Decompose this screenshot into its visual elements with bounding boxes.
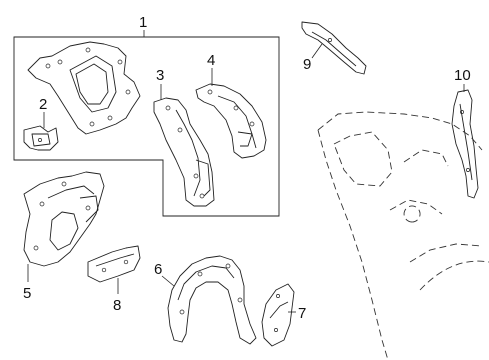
group-box-outline xyxy=(13,36,280,217)
callout-6-label: 6 xyxy=(154,261,162,278)
part-9-rail-bracket xyxy=(301,21,367,75)
part-7-extension-panel xyxy=(261,283,295,347)
callout-10-label: 10 xyxy=(454,67,471,84)
part-10-vertical-bracket xyxy=(451,89,479,199)
part-3-inner-pillar xyxy=(153,97,215,207)
part-4-pillar-reinforcement xyxy=(195,83,267,159)
part-6-wheelhouse-liner xyxy=(167,255,257,345)
vehicle-body-outline xyxy=(317,111,489,360)
callout-7-label: 7 xyxy=(298,305,306,322)
callout-9-label: 9 xyxy=(303,56,311,73)
upper-quarter-panel xyxy=(27,41,141,135)
callout-2-label: 2 xyxy=(39,96,47,113)
part-8-bracket xyxy=(87,245,141,283)
callout-9-leader xyxy=(311,43,323,59)
callout-3-label: 3 xyxy=(156,67,164,84)
callout-5-label: 5 xyxy=(23,285,31,302)
callout-6-leader xyxy=(161,275,175,287)
part-5-inner-wheelhouse xyxy=(23,171,105,267)
callout-4-label: 4 xyxy=(207,52,215,69)
callout-1-label: 1 xyxy=(139,14,147,31)
part-2-bracket xyxy=(23,125,59,151)
callout-8-label: 8 xyxy=(113,297,121,314)
